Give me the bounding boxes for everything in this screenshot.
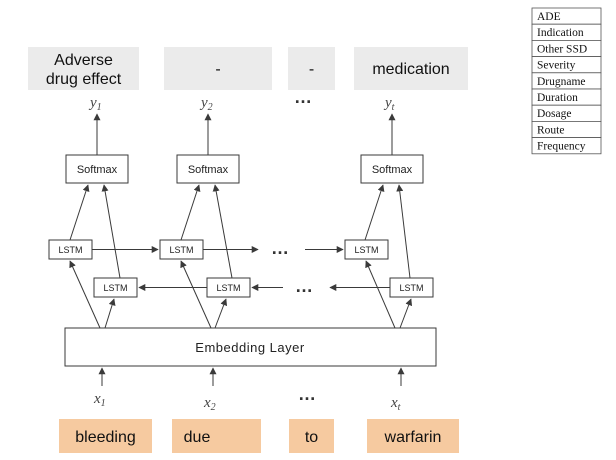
embedding-layer-box (64, 327, 437, 367)
ellipsis-top: … (294, 87, 312, 107)
bwd-lstm-label-2: LSTM (216, 283, 240, 293)
legend-item: Drugname (537, 76, 586, 88)
embedding-layer-label: Embedding Layer (195, 340, 305, 355)
forward-lstm-row: LSTM LSTM LSTM … (48, 238, 389, 260)
softmax-box-t (360, 154, 424, 184)
output-labels: Adverse drug effect - - medication (28, 47, 468, 90)
output-box-2 (164, 47, 272, 90)
legend-item: Duration (537, 92, 578, 104)
output-label-1b: drug effect (46, 71, 122, 88)
output-box-4 (354, 47, 468, 90)
x-to-embedding-arrows (98, 367, 405, 386)
fwd-lstm-label-2: LSTM (169, 245, 193, 255)
ellipsis-bottom: … (298, 384, 316, 404)
softmax-layer: Softmax Softmax Softmax (65, 154, 424, 184)
input-box-1 (59, 419, 152, 453)
legend-item: Severity (537, 60, 576, 72)
legend-item: Dosage (537, 108, 572, 120)
softmax-label-t: Softmax (372, 164, 413, 176)
legend-item: Route (537, 124, 564, 136)
lstm-to-softmax-arrows (69, 184, 411, 279)
y-labels: y1 y2 yt … (88, 87, 395, 113)
legend-item: Other SSD (537, 43, 587, 55)
input-token-3: to (305, 429, 318, 446)
y-label-1: y1 (88, 95, 102, 113)
softmax-box-2 (176, 154, 240, 184)
y-label-2: y2 (199, 95, 213, 113)
softmax-box-1 (65, 154, 129, 184)
x-label-1: x1 (93, 391, 106, 409)
x-labels: x1 x2 xt … (93, 384, 401, 413)
input-box-4 (367, 419, 459, 453)
output-label-4: medication (372, 61, 449, 78)
fwd-lstm-label-1: LSTM (58, 245, 82, 255)
bwd-lstm-label-t: LSTM (399, 283, 423, 293)
bwd-lstm-label-1: LSTM (103, 283, 127, 293)
output-box-1 (28, 47, 139, 90)
ellipsis-fwd: … (271, 238, 289, 258)
input-box-2 (172, 419, 261, 453)
legend-cell (531, 137, 602, 155)
input-tokens: bleeding due to warfarin (59, 419, 459, 453)
fwd-lstm-t (344, 239, 389, 260)
softmax-label-2: Softmax (188, 164, 229, 176)
embedding-to-lstm-arrows (69, 260, 413, 329)
x-label-2: x2 (203, 395, 216, 413)
output-box-3 (288, 47, 335, 90)
y-label-t: yt (383, 95, 395, 113)
legend-item: ADE (537, 11, 561, 23)
output-label-3: - (309, 61, 314, 78)
input-token-2: due (184, 429, 211, 446)
input-token-4: warfarin (384, 429, 442, 446)
bwd-lstm-1 (93, 277, 138, 298)
input-box-3 (289, 419, 334, 453)
backward-lstm-row: LSTM LSTM LSTM … (93, 276, 434, 298)
softmax-label-1: Softmax (77, 164, 118, 176)
output-label-2: - (215, 61, 220, 78)
legend-item: Frequency (537, 141, 586, 153)
input-token-1: bleeding (75, 429, 136, 446)
x-label-t: xt (390, 395, 401, 413)
ellipsis-bwd: … (295, 276, 313, 296)
softmax-to-y-arrows (93, 113, 396, 155)
legend-item: Indication (537, 27, 584, 39)
fwd-lstm-label-t: LSTM (354, 245, 378, 255)
output-label-1a: Adverse (54, 52, 113, 69)
